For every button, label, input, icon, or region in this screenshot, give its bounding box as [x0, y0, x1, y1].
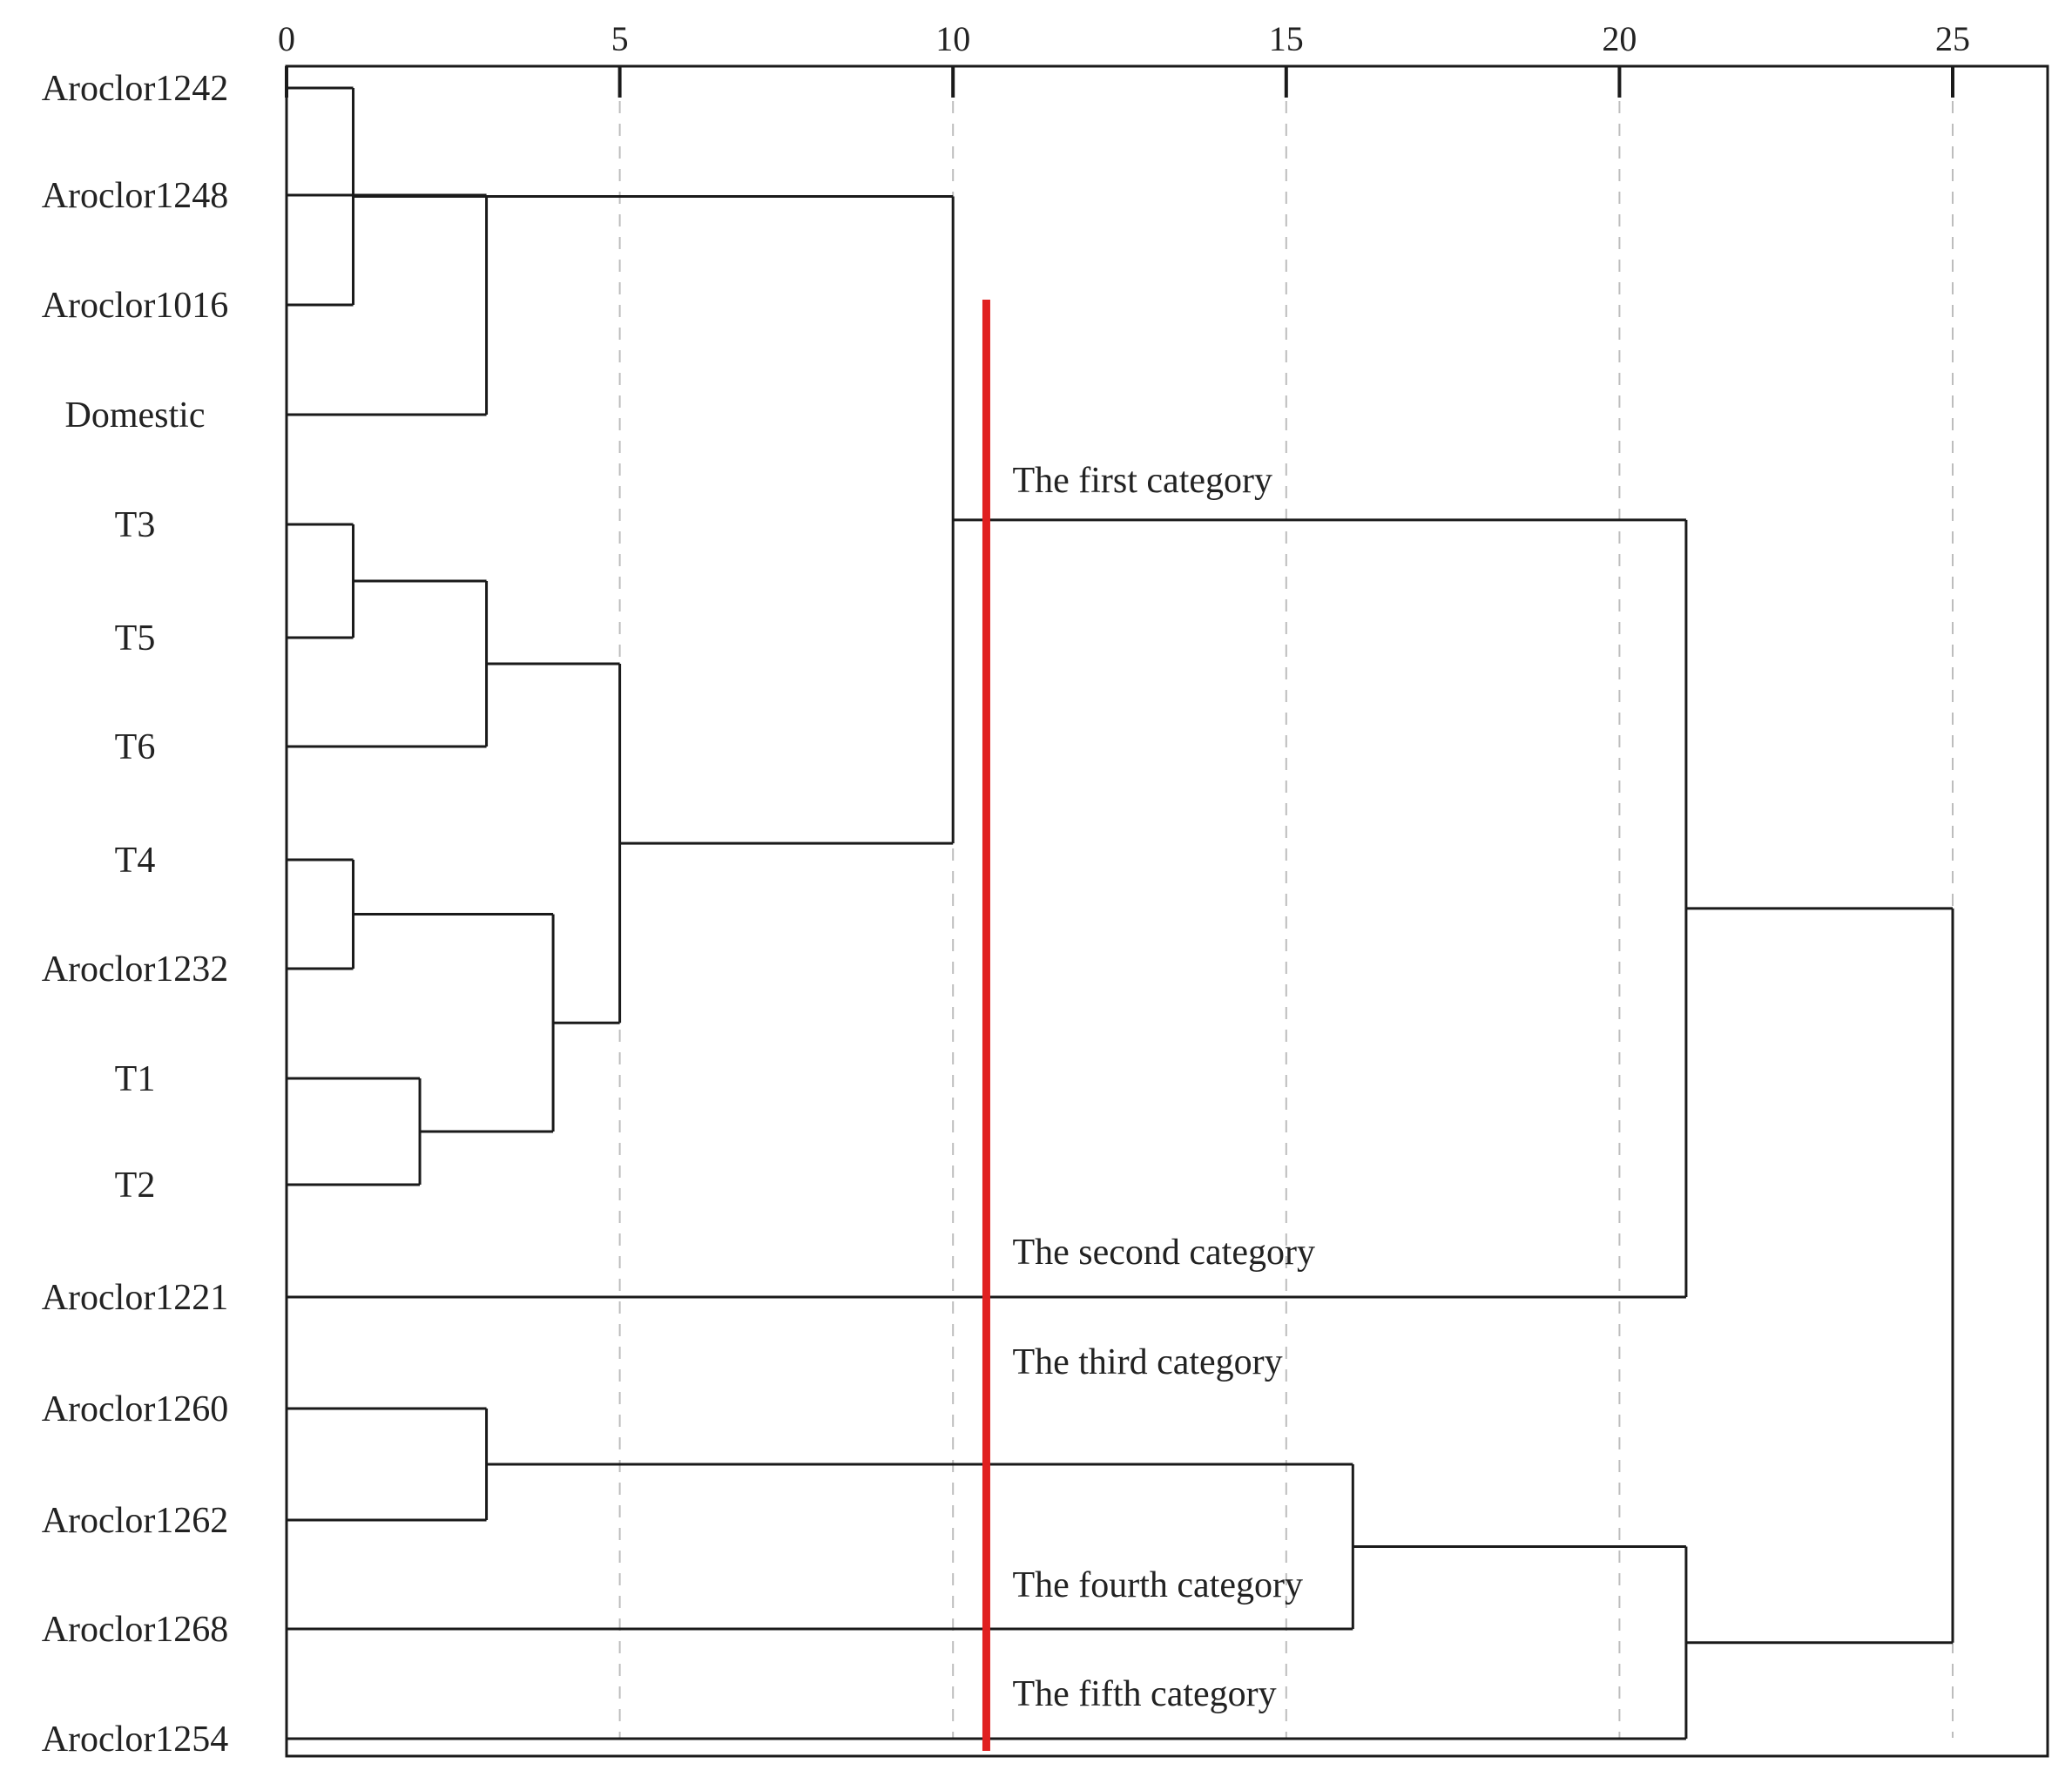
- leaf-label: Aroclor1268: [42, 1610, 229, 1650]
- leaf-label: Aroclor1221: [42, 1278, 229, 1318]
- x-tick-label: 15: [1269, 19, 1304, 58]
- leaf-label: Domestic: [65, 395, 206, 436]
- x-tick-label: 20: [1602, 19, 1637, 58]
- leaf-label: T3: [115, 505, 156, 545]
- leaf-label: Aroclor1232: [42, 949, 229, 990]
- x-tick-label: 0: [278, 19, 295, 58]
- leaf-labels: Aroclor1242Aroclor1248Aroclor1016Domesti…: [42, 69, 229, 1760]
- x-tick-label: 10: [935, 19, 970, 58]
- leaf-label: T6: [115, 727, 156, 767]
- leaf-label: Aroclor1016: [42, 286, 229, 326]
- leaf-label: Aroclor1248: [42, 176, 229, 216]
- category-label: The fifth category: [1012, 1674, 1276, 1714]
- leaf-label: T2: [115, 1166, 156, 1206]
- leaf-label: T1: [115, 1059, 156, 1099]
- category-label: The third category: [1012, 1342, 1282, 1382]
- leaf-label: Aroclor1242: [42, 69, 229, 109]
- x-tick-label: 5: [611, 19, 629, 58]
- category-label: The fourth category: [1012, 1565, 1303, 1605]
- dendrogram-links: [285, 79, 1954, 1740]
- leaf-label: Aroclor1260: [42, 1389, 229, 1429]
- leaf-label: Aroclor1262: [42, 1501, 229, 1541]
- x-axis-ticks: 0 5 10 15 20 25: [278, 19, 1970, 98]
- leaf-label: T5: [115, 618, 156, 659]
- leaf-label: T4: [115, 841, 156, 881]
- category-label: The second category: [1012, 1233, 1315, 1273]
- category-label: The first category: [1012, 461, 1272, 501]
- leaf-label: Aroclor1254: [42, 1720, 229, 1760]
- x-tick-label: 25: [1935, 19, 1970, 58]
- plot-frame: [285, 64, 2049, 1758]
